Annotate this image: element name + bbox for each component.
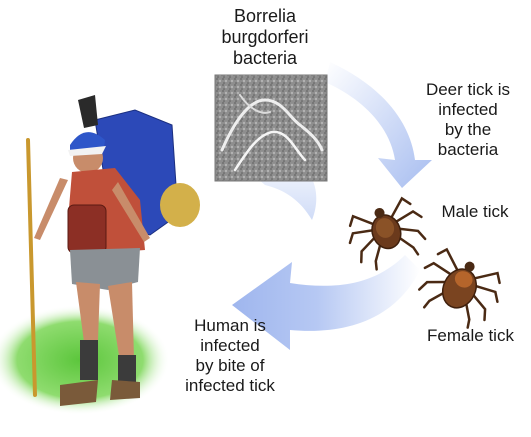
label-bacteria-line: Borrelia — [200, 6, 330, 27]
label-deer-tick-line: bacteria — [405, 140, 531, 160]
label-human-line: Human is — [165, 316, 295, 336]
label-bacteria: Borrelia burgdorferi bacteria — [200, 6, 330, 69]
label-human: Human is infected by bite of infected ti… — [165, 316, 295, 396]
label-female-tick: Female tick — [410, 325, 531, 346]
label-deer-tick: Deer tick is infected by the bacteria — [405, 80, 531, 160]
label-human-line: infected — [165, 336, 295, 356]
label-deer-tick-line: Deer tick is — [405, 80, 531, 100]
label-human-line: infected tick — [165, 376, 295, 396]
female-tick-icon — [410, 244, 509, 334]
bacteria-micrograph — [215, 75, 327, 181]
label-bacteria-line: bacteria — [200, 48, 330, 69]
label-deer-tick-line: infected — [405, 100, 531, 120]
label-bacteria-line: burgdorferi — [200, 27, 330, 48]
label-human-line: by bite of — [165, 356, 295, 376]
label-male-tick: Male tick — [420, 201, 530, 222]
label-deer-tick-line: by the — [405, 120, 531, 140]
